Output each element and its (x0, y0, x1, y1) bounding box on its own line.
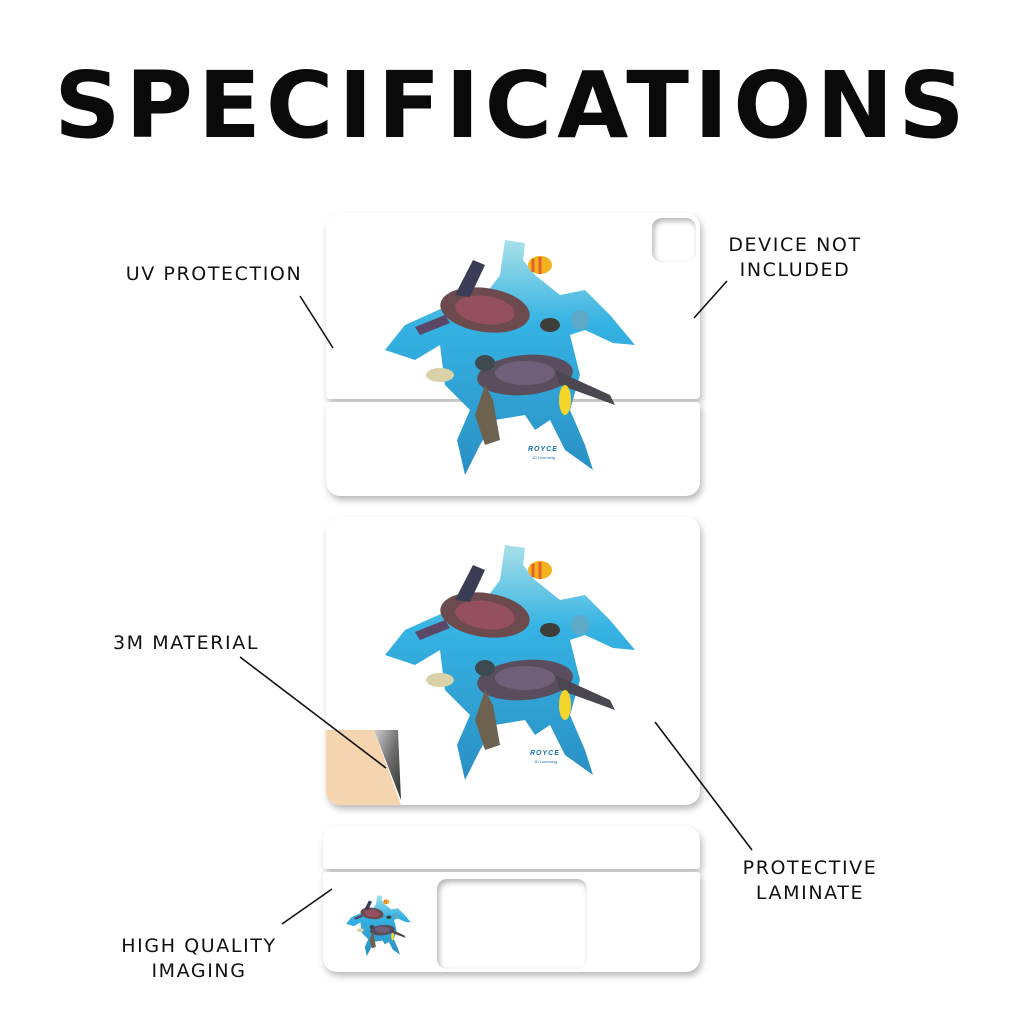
device-not-included-line1: DEVICE NOT (728, 234, 862, 256)
artist-logo: ROYCE (528, 446, 558, 453)
case-flap-panel (326, 402, 700, 496)
protective-laminate-line2: LAMINATE (755, 882, 865, 904)
camera-cutout (652, 218, 696, 262)
artist-logo: ROYCE (530, 750, 560, 757)
peel-corner (326, 730, 401, 805)
protective-laminate-line1: PROTECTIVE (742, 857, 878, 879)
artist-logo-sub: JD Licensing (532, 455, 555, 460)
artist-logo-sub: JD Licensing (534, 759, 557, 764)
imaging-line (281, 888, 333, 925)
trackpad-cutout (437, 879, 587, 969)
uv-protection-label: UV PROTECTION (125, 263, 303, 285)
laminate-line (654, 721, 753, 851)
protective-laminate-label: PROTECTIVE LAMINATE (710, 856, 910, 906)
device-not-included-line2: INCLUDED (739, 259, 851, 281)
3m-material-label: 3M MATERIAL (112, 632, 260, 654)
material-line (239, 656, 387, 769)
high-quality-imaging-label: HIGH QUALITY IMAGING (95, 934, 303, 984)
keyboard-bottom-panel (323, 872, 700, 972)
high-quality-imaging-line1: HIGH QUALITY (121, 935, 277, 957)
device-line (693, 280, 728, 319)
page-title: SPECIFICATIONS (54, 52, 970, 159)
uv-protection-line (299, 295, 334, 349)
high-quality-imaging-line2: IMAGING (151, 960, 247, 982)
keyboard-top-panel (323, 826, 700, 869)
device-not-included-label: DEVICE NOT INCLUDED (700, 233, 890, 283)
